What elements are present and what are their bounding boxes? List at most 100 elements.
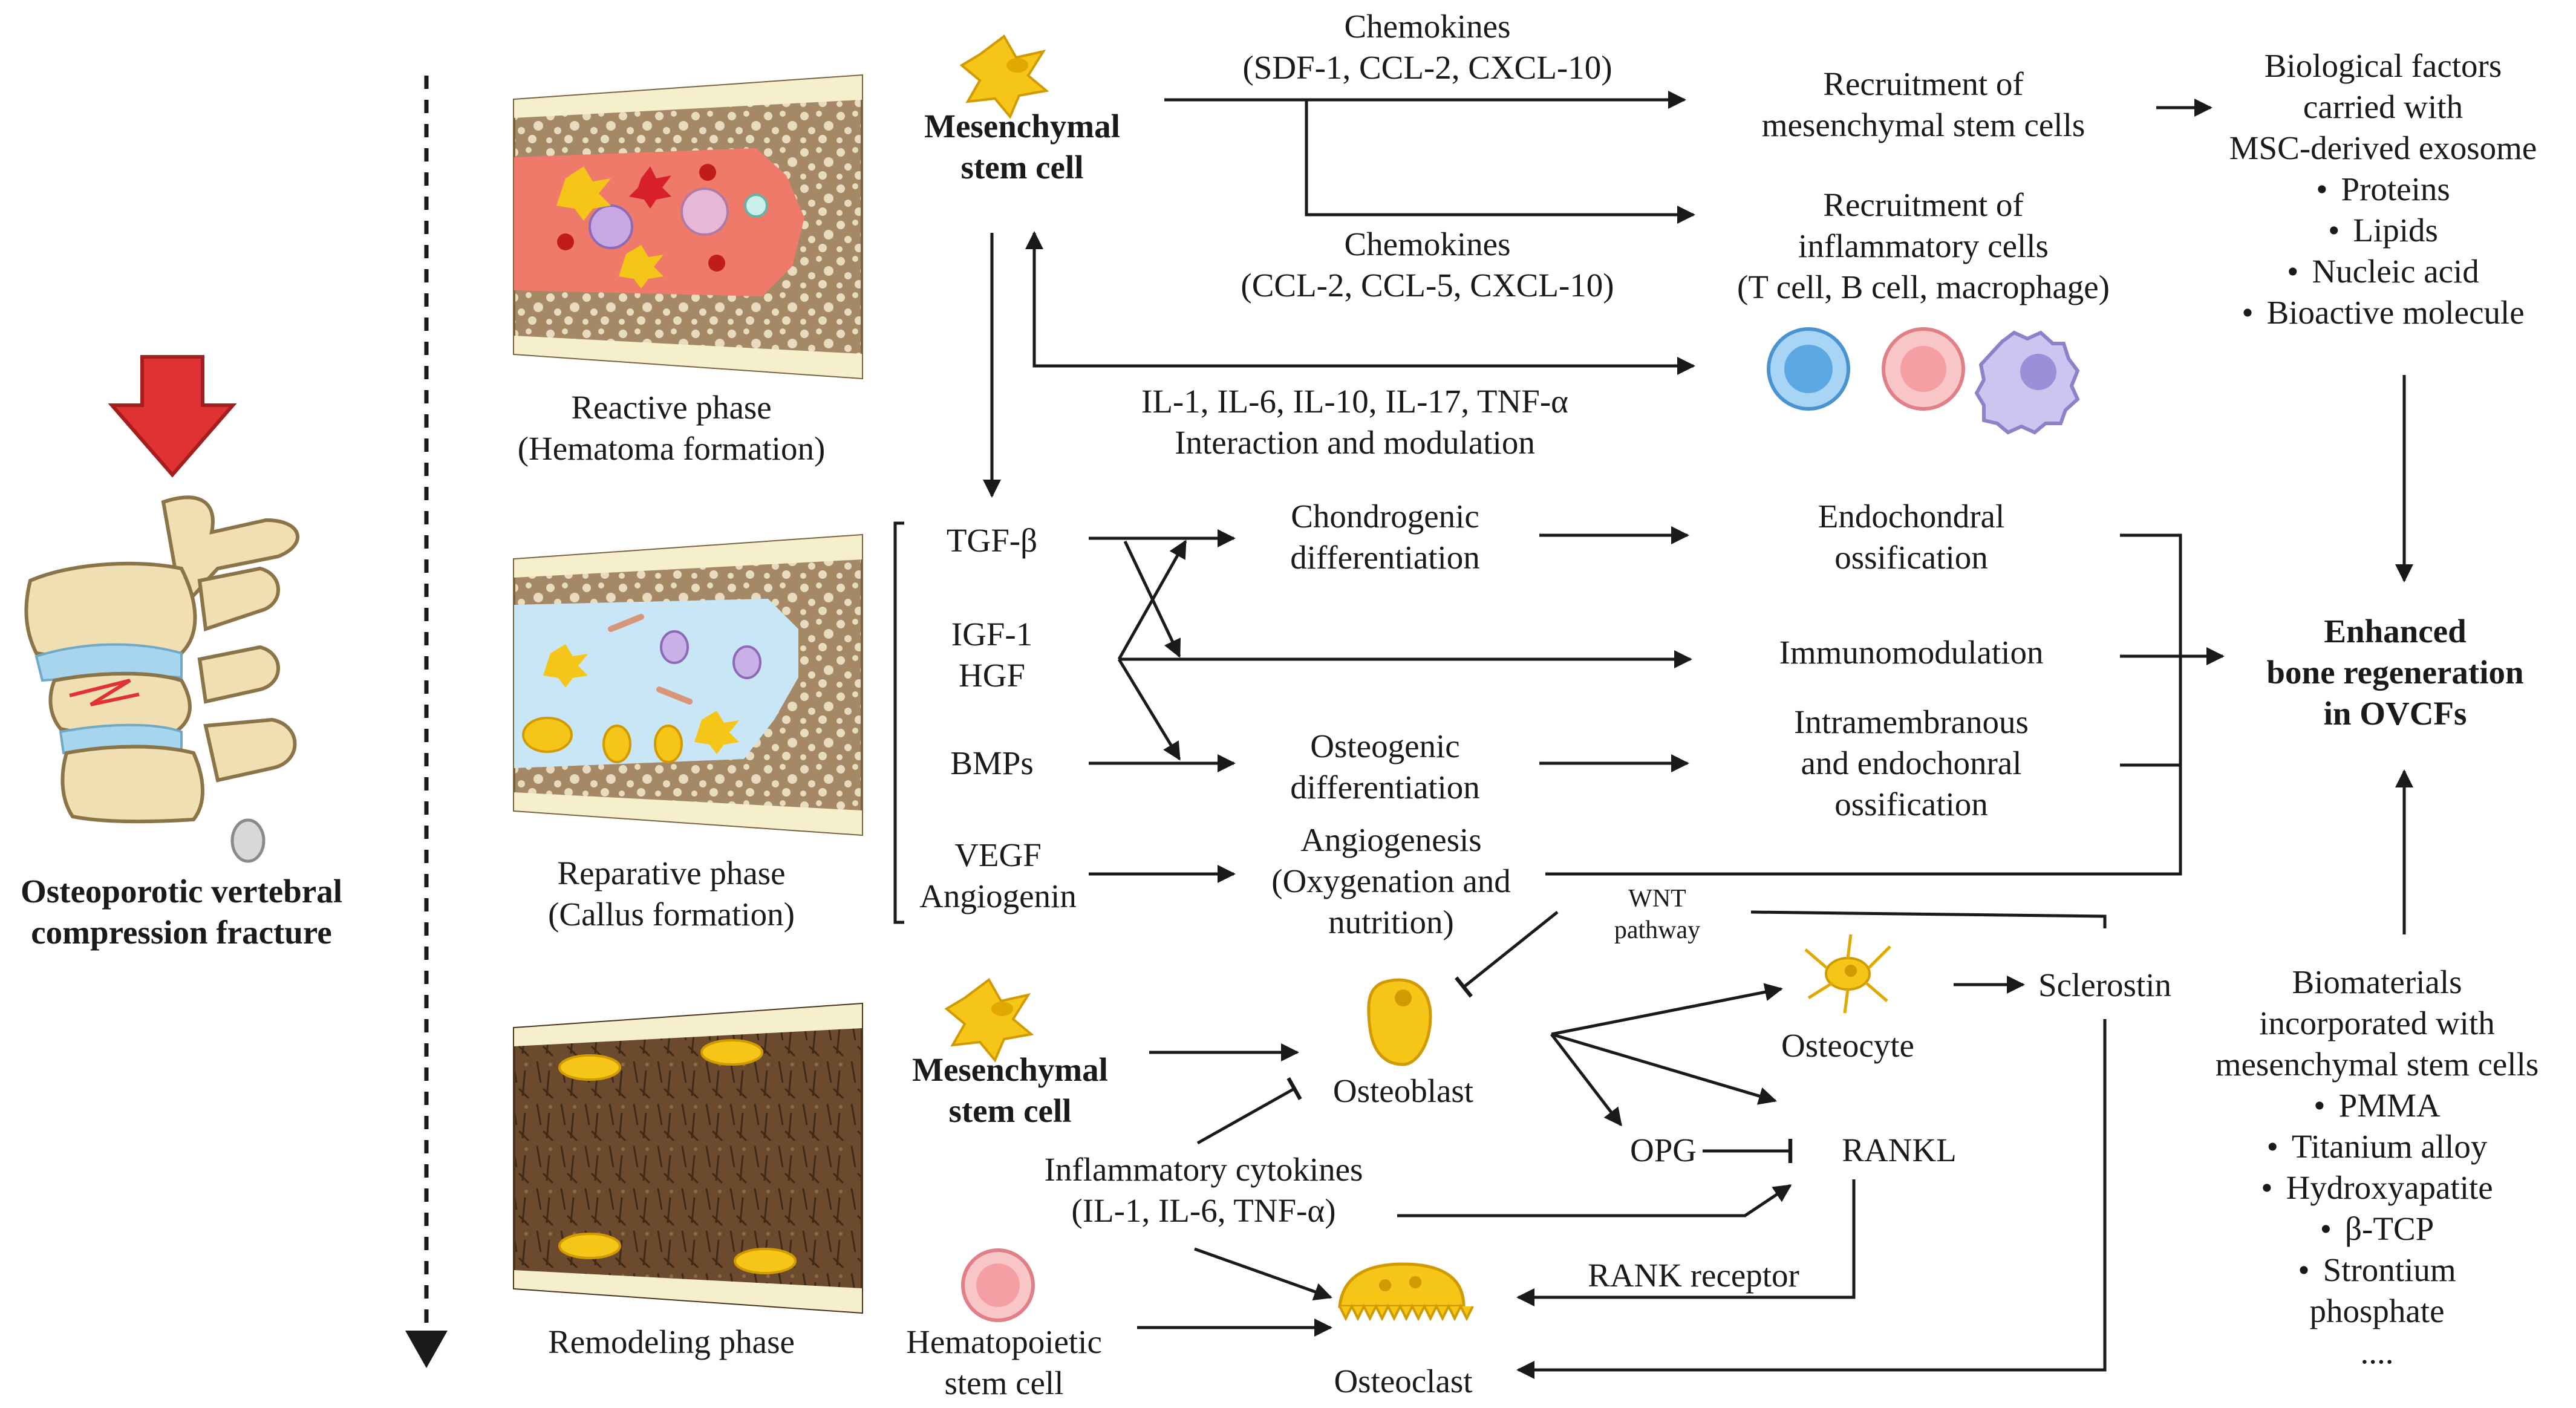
biomat-item-continuation: phosphate: [2309, 1292, 2445, 1329]
biomat-item: β-TCP: [2190, 1208, 2565, 1250]
osteoblast-icon: [1367, 978, 1432, 1066]
reparative-phase-subtitle: (Callus formation): [548, 896, 795, 933]
msc-top-line2: stem cell: [960, 149, 1084, 186]
biomat-line1: Biomaterials: [2292, 963, 2462, 1000]
b-cell-icon: [1882, 327, 1965, 411]
recruit-inf-line1: Recruitment of: [1823, 186, 2024, 223]
remodeling-phase-label: Remodeling phase: [490, 1322, 853, 1363]
msc-bottom-line1: Mesenchymal: [912, 1051, 1108, 1088]
hematopoietic-stem-cell-icon: [961, 1248, 1035, 1322]
recruit-inflammatory-label: Recruitment of inflammatory cells (T cel…: [1694, 184, 2153, 308]
biomat-line2: incorporated with: [2259, 1005, 2495, 1041]
timeline-arrowhead: [405, 1331, 448, 1368]
reparative-phase-title: Reparative phase: [557, 855, 786, 891]
igf-hgf-label: IGF-1 HGF: [925, 614, 1058, 696]
intramembranous-label: Intramembranous and endochonral ossifica…: [1712, 702, 2111, 825]
biomat-item: Strontium: [2190, 1250, 2565, 1291]
bio-factor-list: Proteins Lipids Nucleic acid Bioactive m…: [2202, 169, 2565, 333]
remodeling-phase-panel: [513, 1002, 863, 1314]
infl-line1: Inflammatory cytokines: [1044, 1151, 1363, 1188]
angio-line2: (Oxygenation and: [1271, 862, 1511, 899]
chemokines-2-list: (CCL-2, CCL-5, CXCL-10): [1241, 267, 1614, 304]
bmps-label: BMPs: [950, 745, 1034, 781]
vegf-label: VEGF: [954, 836, 1042, 873]
sclerostin-label: Sclerostin: [2038, 966, 2171, 1003]
interleukins-label: IL-1, IL-6, IL-10, IL-17, TNF-α Interact…: [1089, 381, 1621, 463]
wnt-pathway-label: WNT pathway: [1573, 883, 1742, 946]
vegf-angiogenin-label: VEGF Angiogenin: [895, 835, 1101, 917]
tgf-label: TGF-β: [946, 522, 1038, 559]
immunomodulation-label: Immunomodulation: [1779, 634, 2044, 671]
msc-label-bottom: Mesenchymal stem cell: [877, 1049, 1143, 1132]
bio-line3: MSC-derived exosome: [2229, 129, 2537, 166]
osteoclast-label: Osteoclast: [1334, 1363, 1473, 1400]
bio-item: Bioactive molecule: [2202, 292, 2565, 333]
chemokines-2-title: Chemokines: [1344, 226, 1511, 262]
bio-item: Lipids: [2202, 210, 2565, 251]
angiogenin-label: Angiogenin: [919, 878, 1077, 914]
enhanced-line3: in OVCFs: [2323, 695, 2467, 732]
reactive-phase-label: Reactive phase (Hematoma formation): [490, 387, 853, 469]
intra-line3: ossification: [1834, 786, 1988, 823]
endo-line1: Endochondral: [1818, 498, 2005, 535]
bio-line2: carried with: [2303, 88, 2464, 125]
reparative-phase-label: Reparative phase (Callus formation): [490, 853, 853, 935]
bio-item: Nucleic acid: [2202, 251, 2565, 292]
biomaterial-list: PMMA Titanium alloy Hydroxyapatite β-TCP…: [2190, 1085, 2565, 1291]
msc-label-top: Mesenchymal stem cell: [895, 106, 1149, 188]
angio-line1: Angiogenesis: [1300, 821, 1482, 858]
enhanced-regeneration-label: Enhanced bone regeneration in OVCFs: [2226, 611, 2565, 734]
intra-line1: Intramembranous: [1794, 703, 2029, 740]
biomat-item: Hydroxyapatite: [2190, 1167, 2565, 1208]
angio-line3: nutrition): [1328, 904, 1454, 940]
reparative-phase-panel: [513, 533, 863, 836]
biomat-item: PMMA: [2190, 1085, 2565, 1126]
rankl-label: RANKL: [1842, 1132, 1957, 1168]
intra-line2: and endochonral: [1801, 745, 2022, 781]
reactive-phase-subtitle: (Hematoma formation): [517, 430, 826, 467]
down-red-arrow-icon: [108, 355, 237, 478]
recruit-inf-line2: inflammatory cells: [1798, 227, 2049, 264]
wnt-line1: WNT: [1628, 885, 1686, 913]
hsc-line2: stem cell: [944, 1364, 1064, 1401]
macrophage-icon: [1974, 330, 2080, 435]
chondro-line1: Chondrogenic: [1291, 498, 1479, 535]
biomat-ellipsis: ....: [2360, 1334, 2394, 1371]
recruit-msc-line2: mesenchymal stem cells: [1761, 106, 2085, 143]
osteocyte-label: Osteocyte: [1781, 1027, 1914, 1064]
opg-label: OPG: [1629, 1132, 1697, 1168]
fracture-title: Osteoporotic vertebral compression fract…: [0, 871, 363, 953]
t-cell-icon: [1767, 327, 1850, 411]
inflammatory-cytokines-label: Inflammatory cytokines (IL-1, IL-6, TNF-…: [992, 1149, 1415, 1231]
osteo-line1: Osteogenic: [1310, 728, 1460, 764]
infl-line2: (IL-1, IL-6, TNF-α): [1071, 1192, 1336, 1229]
vertebral-column-icon: [24, 495, 299, 863]
interleukins-line1: IL-1, IL-6, IL-10, IL-17, TNF-α: [1141, 383, 1568, 420]
wnt-line2: pathway: [1614, 916, 1701, 944]
chemokines-1-label: Chemokines (SDF-1, CCL-2, CXCL-10): [1161, 6, 1694, 88]
mesenchymal-stem-cell-icon-bottom: [944, 978, 1034, 1063]
fracture-title-line1: Osteoporotic vertebral: [20, 873, 342, 910]
msc-bottom-line2: stem cell: [948, 1092, 1072, 1129]
bio-item: Proteins: [2202, 169, 2565, 210]
msc-top-line1: Mesenchymal: [924, 108, 1120, 145]
hsc-label: Hematopoietic stem cell: [877, 1322, 1131, 1404]
angiogenesis-label: Angiogenesis (Oxygenation and nutrition): [1234, 820, 1548, 943]
remodeling-phase-title: Remodeling phase: [548, 1323, 795, 1360]
reactive-phase-panel: [513, 74, 863, 380]
igf-label: IGF-1: [951, 616, 1033, 653]
recruit-inf-line3: (T cell, B cell, macrophage): [1737, 269, 2110, 305]
hsc-line1: Hematopoietic: [906, 1323, 1102, 1360]
fracture-title-line2: compression fracture: [31, 914, 332, 951]
enhanced-line2: bone regeneration: [2266, 654, 2524, 691]
biomaterials-label: Biomaterials incorporated with mesenchym…: [2190, 962, 2565, 1373]
biomat-line3: mesenchymal stem cells: [2215, 1046, 2539, 1083]
chemokines-1-title: Chemokines: [1344, 8, 1511, 45]
hgf-label: HGF: [958, 657, 1026, 694]
endochondral-label: Endochondral ossification: [1712, 496, 2111, 578]
osteocyte-icon: [1804, 934, 1891, 1014]
osteoclast-icon: [1338, 1262, 1474, 1322]
chondro-line2: differentiation: [1290, 539, 1480, 576]
chondrogenic-label: Chondrogenic differentiation: [1246, 496, 1524, 578]
